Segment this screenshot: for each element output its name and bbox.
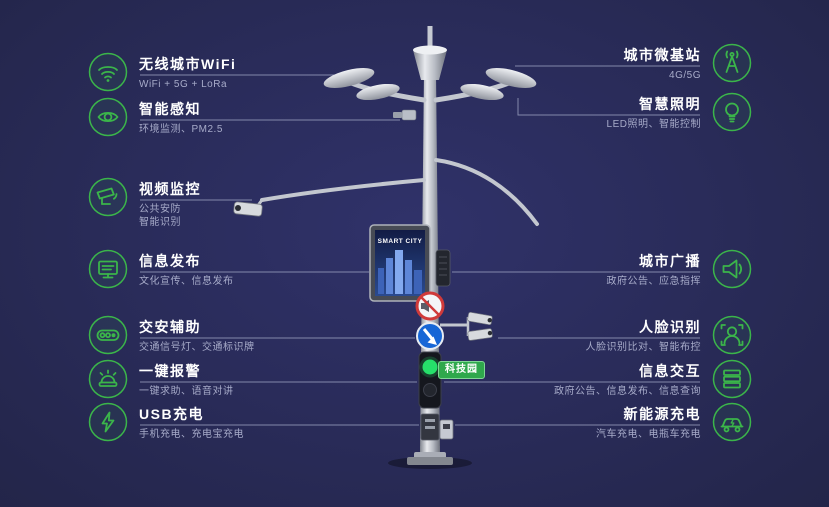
usb-charge-icon bbox=[88, 402, 128, 442]
pole-speaker bbox=[435, 249, 451, 287]
luminaire-left bbox=[323, 68, 375, 88]
feature-one-key-alarm: 一键报警 一键求助、语音对讲 bbox=[88, 359, 234, 399]
feature-smart-sensing: 智能感知 环境监测、PM2.5 bbox=[88, 97, 223, 137]
prohibition-sign bbox=[415, 291, 445, 321]
feature-micro-base-station: 城市微基站 4G/5G bbox=[481, 43, 752, 83]
cctv-camera bbox=[233, 199, 264, 217]
feature-title: 城市广播 bbox=[639, 253, 701, 269]
feature-subtitle: LED照明、智能控制 bbox=[606, 119, 701, 130]
speaker-icon bbox=[712, 249, 752, 289]
traffic-aid-icon bbox=[88, 315, 128, 355]
pole: SMART CITY bbox=[233, 26, 539, 469]
screen-title: SMART CITY bbox=[378, 238, 423, 245]
feature-subtitle: 汽车充电、电瓶车充电 bbox=[596, 429, 701, 440]
camera-arm bbox=[260, 178, 426, 202]
feature-title: 智能感知 bbox=[139, 101, 201, 117]
direction-sign bbox=[416, 322, 444, 350]
feature-subtitle: 公共安防 bbox=[139, 204, 181, 215]
connector-lines bbox=[140, 65, 700, 426]
surveillance-cameras bbox=[440, 311, 493, 341]
luminaire-right bbox=[485, 68, 537, 88]
feature-smart-lighting: 智慧照明 LED照明、智能控制 bbox=[481, 92, 752, 132]
feature-subtitle: 手机充电、充电宝充电 bbox=[139, 429, 244, 440]
feature-title: USB充电 bbox=[139, 406, 205, 422]
feature-title: 新能源充电 bbox=[623, 406, 701, 422]
feature-subtitle: WiFi + 5G + LoRa bbox=[139, 79, 228, 90]
feature-video-surveillance: 视频监控 公共安防 智能识别 bbox=[88, 177, 201, 229]
feature-title: 智慧照明 bbox=[639, 96, 701, 112]
pole-base bbox=[388, 446, 472, 469]
environment-sensor bbox=[393, 109, 417, 121]
feature-subtitle: 人脸识别比对、智能布控 bbox=[585, 342, 701, 353]
side-arm-right bbox=[434, 158, 539, 226]
bulb-icon bbox=[712, 92, 752, 132]
cctv-icon bbox=[88, 177, 128, 217]
feature-face-recognition: 人脸识别 人脸识别比对、智能布控 bbox=[481, 315, 752, 355]
interaction-icon bbox=[712, 359, 752, 399]
feature-title: 人脸识别 bbox=[639, 319, 701, 335]
display-screen: SMART CITY bbox=[369, 224, 431, 302]
base-station-icon bbox=[712, 43, 752, 83]
luminaire-right-inner bbox=[460, 83, 504, 101]
ev-charge-icon bbox=[712, 402, 752, 442]
feature-subtitle: 交通信号灯、交通标识牌 bbox=[139, 342, 255, 353]
usb-charging-panel bbox=[420, 413, 440, 441]
ev-charging-box bbox=[439, 419, 454, 440]
traffic-light bbox=[418, 351, 442, 409]
feature-title: 无线城市WiFi bbox=[139, 56, 237, 72]
feature-info-publishing: 信息发布 文化宣传、信息发布 bbox=[88, 249, 234, 289]
feature-usb-charging: USB充电 手机充电、充电宝充电 bbox=[88, 402, 244, 442]
feature-subtitle: 政府公告、信息发布、信息查询 bbox=[554, 386, 701, 397]
feature-wireless-wifi: 无线城市WiFi WiFi + 5G + LoRa bbox=[88, 52, 237, 92]
feature-subtitle: 文化宣传、信息发布 bbox=[139, 276, 234, 287]
feature-traffic-aid: 交安辅助 交通信号灯、交通标识牌 bbox=[88, 315, 255, 355]
feature-title: 一键报警 bbox=[139, 363, 201, 379]
tech-park-tag: 科技园 bbox=[438, 361, 485, 379]
feature-title: 信息发布 bbox=[139, 253, 201, 269]
feature-subtitle: 政府公告、应急指挥 bbox=[606, 276, 701, 287]
alarm-icon bbox=[88, 359, 128, 399]
feature-subtitle-2: 智能识别 bbox=[139, 217, 181, 228]
feature-info-interaction: 信息交互 政府公告、信息发布、信息查询 bbox=[481, 359, 752, 399]
feature-city-broadcast: 城市广播 政府公告、应急指挥 bbox=[481, 249, 752, 289]
feature-title: 城市微基站 bbox=[623, 47, 701, 63]
antenna-rod bbox=[427, 26, 433, 50]
screen-icon bbox=[88, 249, 128, 289]
feature-subtitle: 一键求助、语音对讲 bbox=[139, 386, 234, 397]
lamp-head bbox=[323, 45, 537, 103]
feature-title: 视频监控 bbox=[139, 181, 201, 197]
feature-title: 交安辅助 bbox=[139, 319, 201, 335]
wifi-icon bbox=[88, 52, 128, 92]
face-icon bbox=[712, 315, 752, 355]
feature-subtitle: 4G/5G bbox=[669, 70, 701, 81]
feature-subtitle: 环境监测、PM2.5 bbox=[139, 124, 223, 135]
feature-ev-charging: 新能源充电 汽车充电、电瓶车充电 bbox=[481, 402, 752, 442]
luminaire-left-inner bbox=[356, 83, 400, 101]
feature-title: 信息交互 bbox=[639, 363, 701, 379]
sensing-icon bbox=[88, 97, 128, 137]
